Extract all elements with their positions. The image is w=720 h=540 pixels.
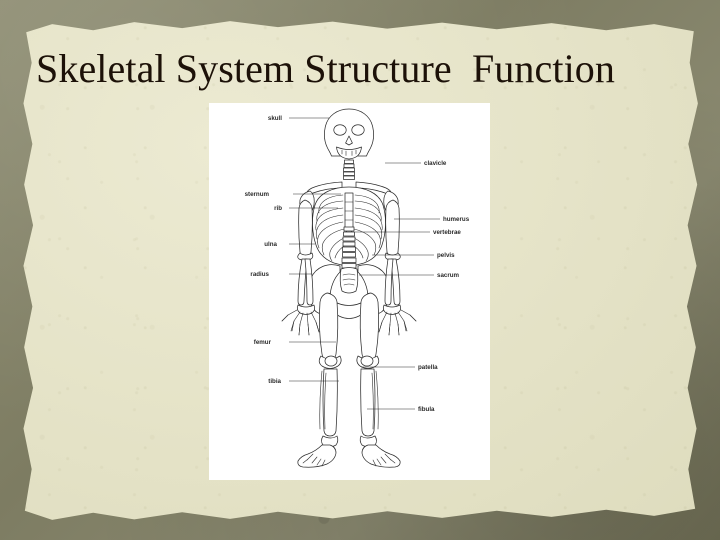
bone-label-vertebrae: vertebrae [433, 229, 461, 236]
bone-label-radius: radius [250, 271, 269, 278]
bone-label-tibia: tibia [268, 378, 281, 385]
left-leg [297, 292, 342, 468]
right-arm [378, 199, 417, 336]
left-arm [281, 199, 320, 336]
bone-label-femur: femur [254, 339, 272, 346]
cervical-vertebrae [343, 159, 355, 180]
bone-label-humerus: humerus [443, 216, 470, 223]
page-title: Skeletal System Structure Function [36, 46, 615, 91]
label-layer: skull sternum rib ulna radius femur tibia clavi… [245, 115, 470, 413]
bone-label-patella: patella [418, 364, 438, 371]
bone-label-sacrum: sacrum [437, 272, 460, 279]
skeleton-illustration: skull sternum rib ulna radius femur tibia clavi… [245, 108, 470, 468]
bone-label-sternum: sternum [245, 191, 270, 198]
bone-label-skull: skull [268, 115, 282, 122]
skull-group [324, 108, 374, 160]
skeleton-figure-panel: skull sternum rib ulna radius femur tibia clavi… [209, 103, 490, 480]
skeleton-body [281, 108, 417, 468]
bone-label-rib: rib [274, 205, 282, 212]
bone-label-fibula: fibula [418, 406, 435, 413]
bone-label-ulna: ulna [264, 241, 277, 248]
vertebral-column [341, 226, 357, 269]
bone-label-clavicle: clavicle [424, 160, 447, 167]
bone-label-pelvis: pelvis [437, 252, 455, 259]
right-leg [356, 292, 401, 468]
